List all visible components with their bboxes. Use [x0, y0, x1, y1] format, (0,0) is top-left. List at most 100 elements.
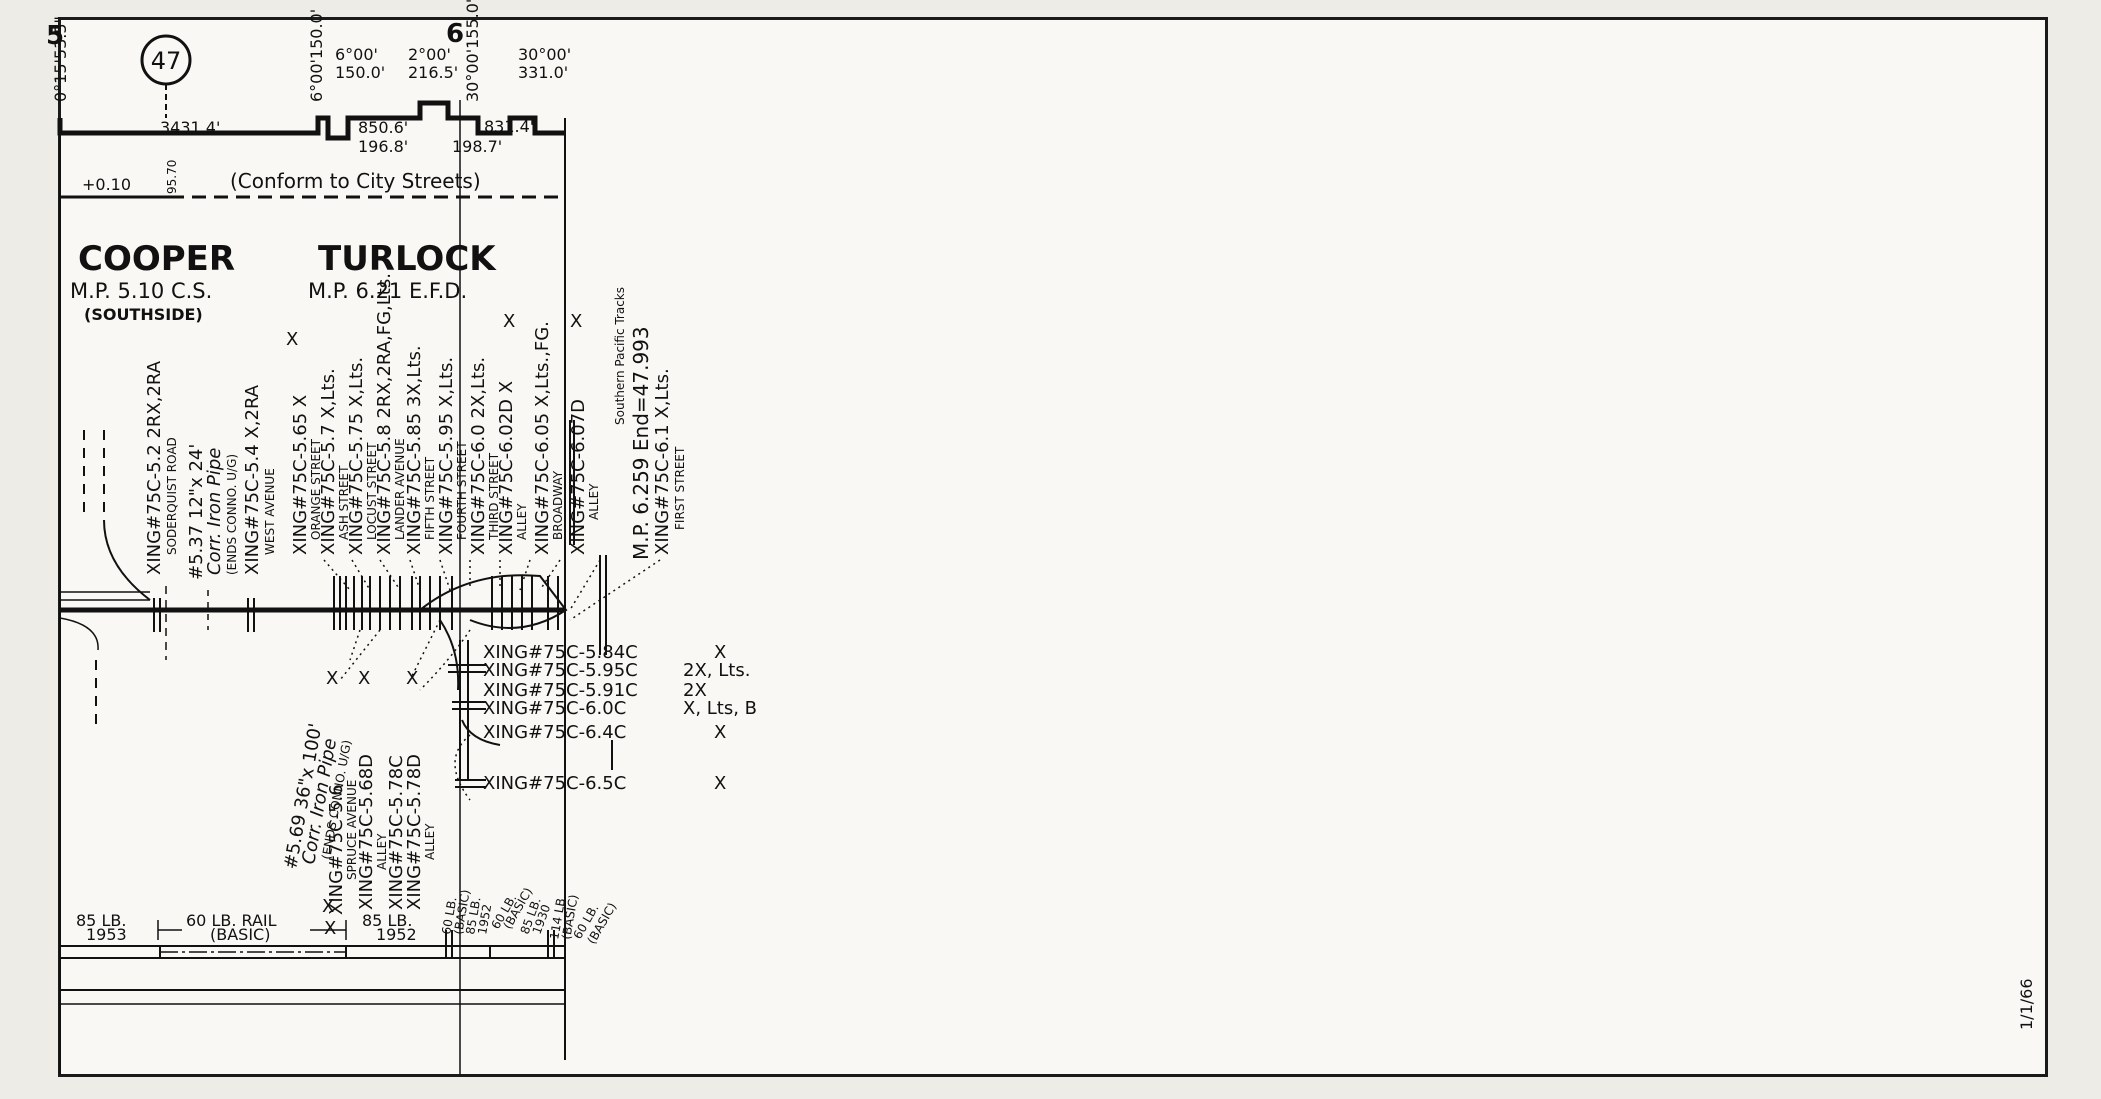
xing-soderquist-street: SODERQUIST ROAD [165, 437, 179, 555]
xing-broadway-street: BROADWAY [551, 470, 565, 540]
xing-orange-st: XING#75C-5.65 X [290, 395, 311, 555]
southern-pacific-tracks: Southern Pacific Tracks [613, 287, 627, 425]
xing-lander-ave: XING#75C-5.8 2RX,2RA,FG,Lts. [374, 273, 395, 555]
xing-60c-prot: X, Lts, B [683, 698, 757, 719]
station-turlock-name: TURLOCK [318, 239, 497, 279]
xing-578d-street: ALLEY [423, 823, 437, 860]
pipe-537: #5.37 12"x 24' [186, 444, 207, 580]
xing-65c-prot: X [714, 773, 726, 794]
xing-alley-607-street: ALLEY [587, 483, 601, 520]
rail-2-top: 60 LB. RAIL [186, 911, 277, 930]
xing-64c-prot: X [714, 722, 726, 743]
alignment-line [57, 100, 565, 141]
xing-fourth-st-street: FOURTH STREET [455, 441, 469, 540]
route-number: 47 [151, 47, 182, 75]
xing-595c: XING#75C-5.95C [483, 660, 638, 681]
mp-6259-end: M.P. 6.259 End=47.993 [629, 326, 653, 560]
curve-6-sub: 331.0' [518, 63, 568, 82]
curve-2-top: 6°00'150.0' [307, 9, 326, 102]
xing-584c-prot: X [714, 642, 726, 663]
station-turlock-mp: M.P. 6.21 E.F.D. [308, 279, 467, 303]
right-crossing-labels: XING#75C-5.84C X XING#75C-5.95C 2X, Lts.… [483, 642, 757, 794]
curve-4-sub: 216.5' [408, 63, 458, 82]
station-cooper-name: COOPER [78, 239, 235, 279]
xing-alley-602-street: ALLEY [515, 503, 529, 540]
corner-left-number: 5 [46, 21, 64, 51]
xing-first-st-street: FIRST STREET [673, 446, 687, 530]
curve-3-bottom2: 196.8' [358, 137, 408, 156]
xing-lander-ave-street: LANDER AVENUE [393, 438, 407, 540]
rail-5-bottom: 1952 [475, 903, 494, 936]
rail-3-bottom: 1952 [376, 925, 417, 944]
xing-fifth-st-street: FIFTH STREET [423, 456, 437, 540]
xing-orange-st-street: ORANGE STREET [309, 438, 323, 540]
grade-note: (Conform to City Streets) [230, 169, 481, 193]
xing-64c: XING#75C-6.4C [483, 722, 626, 743]
xing-third-st: XING#75C-6.0 2X,Lts. [468, 357, 489, 555]
pipe-537-note: (ENDS CONNO. U/G) [225, 454, 239, 575]
lower-crossing-labels: #5.69 36"x 100' Corr. Iron Pipe (ENDS CO… [280, 668, 437, 939]
xing-584c: XING#75C-5.84C [483, 642, 638, 663]
xing-west-ave-street: WEST AVENUE [263, 468, 277, 555]
curve-1-length: 3431.4' [160, 118, 220, 137]
corner-right-number: 6 [446, 19, 464, 49]
xing-first-st: XING#75C-6.1 X,Lts. [652, 368, 673, 555]
upper-crossing-labels: XING#75C-5.2 2RX,2RA SODERQUIST ROAD #5.… [144, 273, 687, 580]
xing-595c-prot: 2X, Lts. [683, 660, 750, 681]
x-mark-upper-2: X [503, 311, 515, 332]
curve-3-sub: 150.0' [335, 63, 385, 82]
curve-5-bottom: 831.4' [484, 117, 534, 136]
xing-broadway: XING#75C-6.05 X,Lts.,FG. [532, 321, 553, 555]
xing-ash-st-street: ASH STREET [337, 465, 351, 540]
xing-578c: XING#75C-5.78C [386, 755, 407, 910]
date-stamp: 1/1/66 [2017, 979, 2036, 1031]
dotted-leaders [323, 559, 661, 801]
rail-1-top: 85 LB. [76, 911, 126, 930]
main-track [59, 420, 613, 788]
xing-60c: XING#75C-6.0C [483, 698, 626, 719]
x-mark-lower-5: X [324, 918, 336, 939]
rail-2-bottom: (BASIC) [210, 925, 270, 944]
station-cooper-mp: M.P. 5.10 C.S. [70, 279, 212, 303]
curve-4-top: 2°00' [408, 45, 451, 64]
xing-west-ave: XING#75C-5.4 X,2RA [242, 384, 263, 575]
curve-5-top: 30°00'155.0' [463, 0, 482, 102]
pipe-537-type: Corr. Iron Pipe [204, 448, 225, 575]
xing-alley-602: XING#75C-6.02D X [496, 381, 517, 555]
curve-3-top: 6°00' [335, 45, 378, 64]
rail-4-top: 60 LB. [439, 896, 459, 936]
xing-locust-st-street: LOCUST STREET [365, 442, 379, 540]
station-cooper-sub: (SOUTHSIDE) [84, 305, 203, 324]
grade-station: 95.70 [165, 160, 179, 194]
sheet-border [58, 17, 2048, 1077]
xing-568d: XING#75C-5.68D [356, 754, 377, 910]
xing-578d: XING#75C-5.78D [404, 754, 425, 910]
x-mark-upper-3: X [570, 311, 582, 332]
x-mark-lower-2: X [358, 668, 370, 689]
x-mark-lower-3: X [406, 668, 418, 689]
xing-591c-prot: 2X [683, 680, 707, 701]
rail-band [60, 930, 565, 1005]
xing-soderquist: XING#75C-5.2 2RX,2RA [144, 360, 165, 575]
rail-1-bottom: 1953 [86, 925, 127, 944]
xing-alley-607: XING#75C-6.07D [568, 399, 589, 555]
xing-ash-st: XING#75C-5.7 X,Lts. [318, 368, 339, 555]
xing-fifth-st: XING#75C-5.85 3X,Lts. [404, 345, 425, 555]
x-mark-lower-1: X [326, 668, 338, 689]
x-mark-upper-1: X [286, 329, 298, 350]
xing-591c: XING#75C-5.91C [483, 680, 638, 701]
xing-fourth-st: XING#75C-5.95 X,Lts. [436, 357, 457, 555]
rail-5-top: 85 LB. [463, 896, 483, 936]
curve-4-bottom: 198.7' [452, 137, 502, 156]
xing-spruce-street: SPRUCE AVENUE [345, 780, 359, 880]
xing-locust-st: XING#75C-5.75 X,Lts. [346, 357, 367, 555]
grade-value: +0.10 [82, 175, 131, 194]
curve-3-bottom: 850.6' [358, 118, 408, 137]
x-mark-lower-4: X [322, 896, 334, 917]
xing-spruce: XING#75C-5.6 [326, 784, 347, 915]
curve-1-top: 0°15'53.5" [51, 16, 70, 102]
rail-3-top: 85 LB. [362, 911, 412, 930]
xing-65c: XING#75C-6.5C [483, 773, 626, 794]
